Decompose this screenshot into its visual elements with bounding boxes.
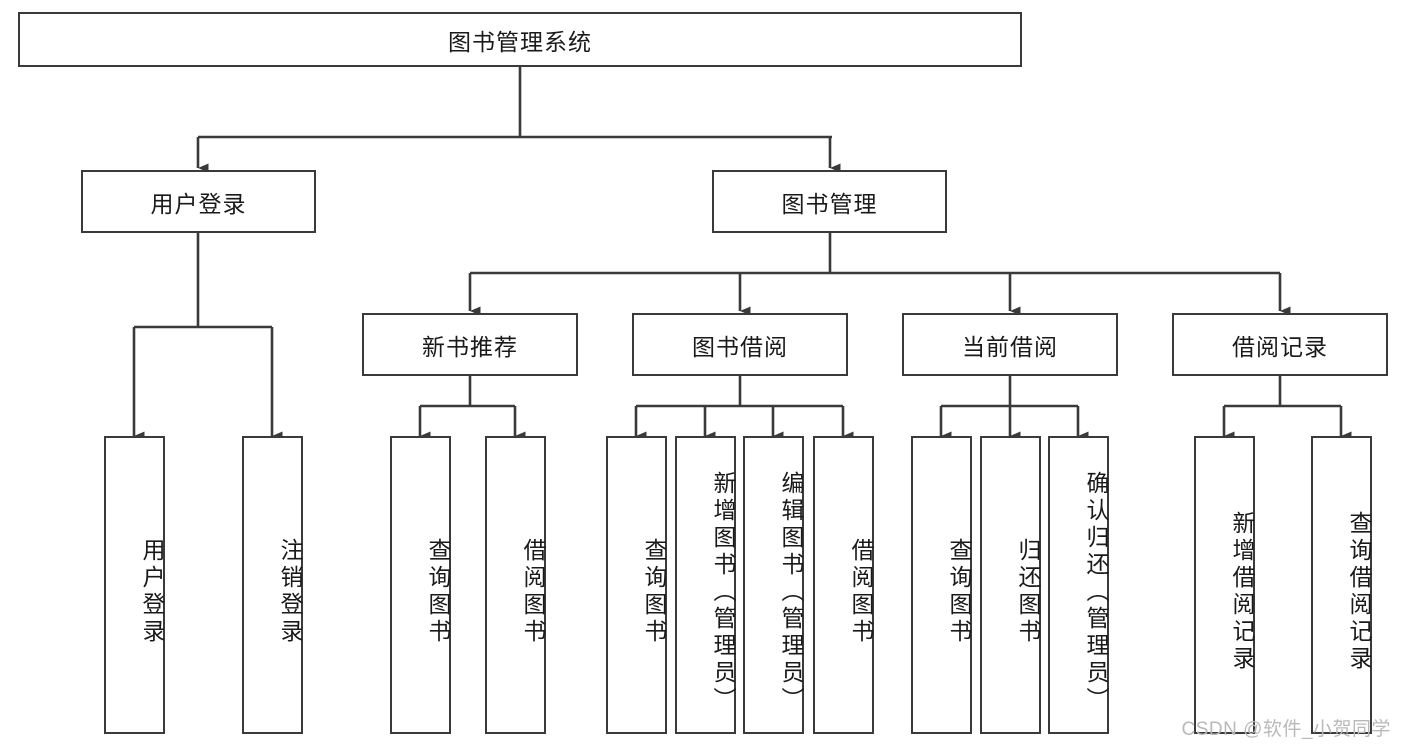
watermark-text: CSDN @软件_小贺同学 (1181, 719, 1391, 740)
node-current-borrow[interactable]: 当前借阅 (902, 313, 1118, 376)
leaf-book-borrow-add[interactable]: 新增图书（管理员） (675, 436, 736, 734)
leaf-label: 确认归还（管理员） (1083, 470, 1109, 714)
leaf-book-borrow-edit[interactable]: 编辑图书（管理员） (743, 436, 804, 734)
leaf-borrow-record-add[interactable]: 新增借阅记录 (1194, 436, 1255, 734)
leaf-current-borrow-query[interactable]: 查询图书 (911, 436, 972, 734)
node-user-login[interactable]: 用户登录 (81, 170, 316, 233)
leaf-label: 查询图书 (425, 538, 451, 646)
node-root-system[interactable]: 图书管理系统 (18, 12, 1022, 67)
leaf-label: 借阅图书 (520, 538, 546, 646)
leaf-new-book-borrow[interactable]: 借阅图书 (485, 436, 546, 734)
leaf-new-book-query[interactable]: 查询图书 (390, 436, 451, 734)
leaf-label: 查询借阅记录 (1346, 511, 1372, 673)
node-borrow-record[interactable]: 借阅记录 (1172, 313, 1388, 376)
node-book-management[interactable]: 图书管理 (712, 170, 947, 233)
leaf-label: 用户登录 (139, 538, 165, 646)
leaf-book-borrow-query[interactable]: 查询图书 (606, 436, 667, 734)
leaf-borrow-record-query[interactable]: 查询借阅记录 (1311, 436, 1372, 734)
leaf-current-borrow-return[interactable]: 归还图书 (980, 436, 1041, 734)
leaf-user-login-login[interactable]: 用户登录 (104, 436, 165, 734)
leaf-label: 新增借阅记录 (1229, 511, 1255, 673)
leaf-user-login-logout[interactable]: 注销登录 (242, 436, 303, 734)
node-book-borrow[interactable]: 图书借阅 (632, 313, 848, 376)
leaf-label: 编辑图书（管理员） (778, 470, 804, 714)
leaf-label: 注销登录 (277, 538, 303, 646)
leaf-current-borrow-confirm[interactable]: 确认归还（管理员） (1048, 436, 1109, 734)
leaf-label: 查询图书 (641, 538, 667, 646)
leaf-label: 借阅图书 (848, 538, 874, 646)
leaf-label: 查询图书 (946, 538, 972, 646)
leaf-label: 归还图书 (1015, 538, 1041, 646)
node-new-book-recommend[interactable]: 新书推荐 (362, 313, 578, 376)
leaf-book-borrow-borrow[interactable]: 借阅图书 (813, 436, 874, 734)
leaf-label: 新增图书（管理员） (710, 470, 736, 714)
